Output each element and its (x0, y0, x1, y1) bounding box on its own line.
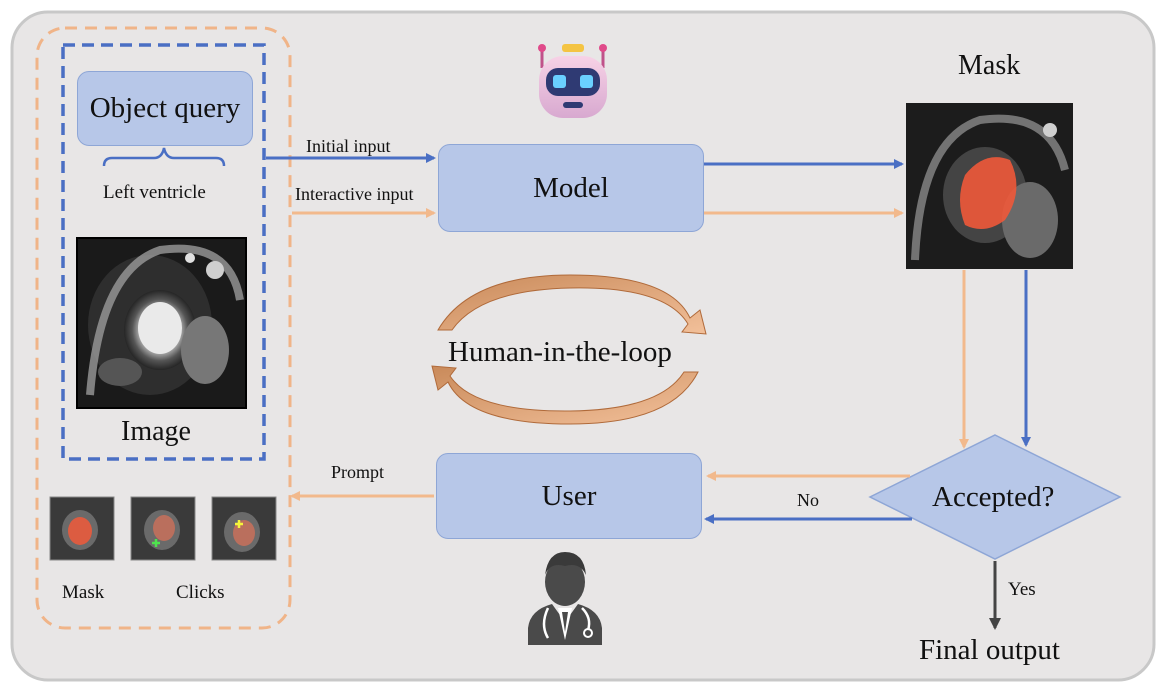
click-thumbnail-2 (211, 496, 277, 561)
mask-thumbnail-label: Mask (62, 582, 105, 603)
mask-title-label: Mask (958, 50, 1021, 81)
query-image-outline (61, 43, 266, 461)
mask-output-image (906, 103, 1073, 269)
clicks-label: Clicks (176, 582, 225, 603)
object-query-box: Object query (77, 71, 253, 146)
doctor-icon (528, 552, 602, 645)
left-ventricle-label: Left ventricle (103, 182, 206, 203)
cycle-arrows (431, 274, 707, 425)
user-box: User (436, 453, 702, 539)
outer-frame (10, 10, 1156, 682)
decision-diamond (868, 434, 1122, 560)
mask-thumbnail (49, 496, 115, 561)
model-box: Model (438, 144, 704, 232)
no-label: No (797, 490, 819, 510)
brace (102, 147, 226, 167)
human-in-the-loop-label: Human-in-the-loop (448, 336, 672, 368)
interactive-input-label: Interactive input (295, 184, 414, 204)
accepted-label: Accepted? (932, 481, 1055, 513)
final-output-label: Final output (919, 634, 1060, 666)
cardiac-image (76, 237, 247, 409)
prompt-label: Prompt (331, 462, 385, 482)
input-group-outline (35, 26, 292, 630)
click-thumbnail-1 (130, 496, 196, 561)
yes-label: Yes (1008, 579, 1036, 600)
image-label: Image (121, 416, 191, 447)
robot-icon (538, 44, 607, 118)
initial-input-label: Initial input (306, 136, 391, 156)
